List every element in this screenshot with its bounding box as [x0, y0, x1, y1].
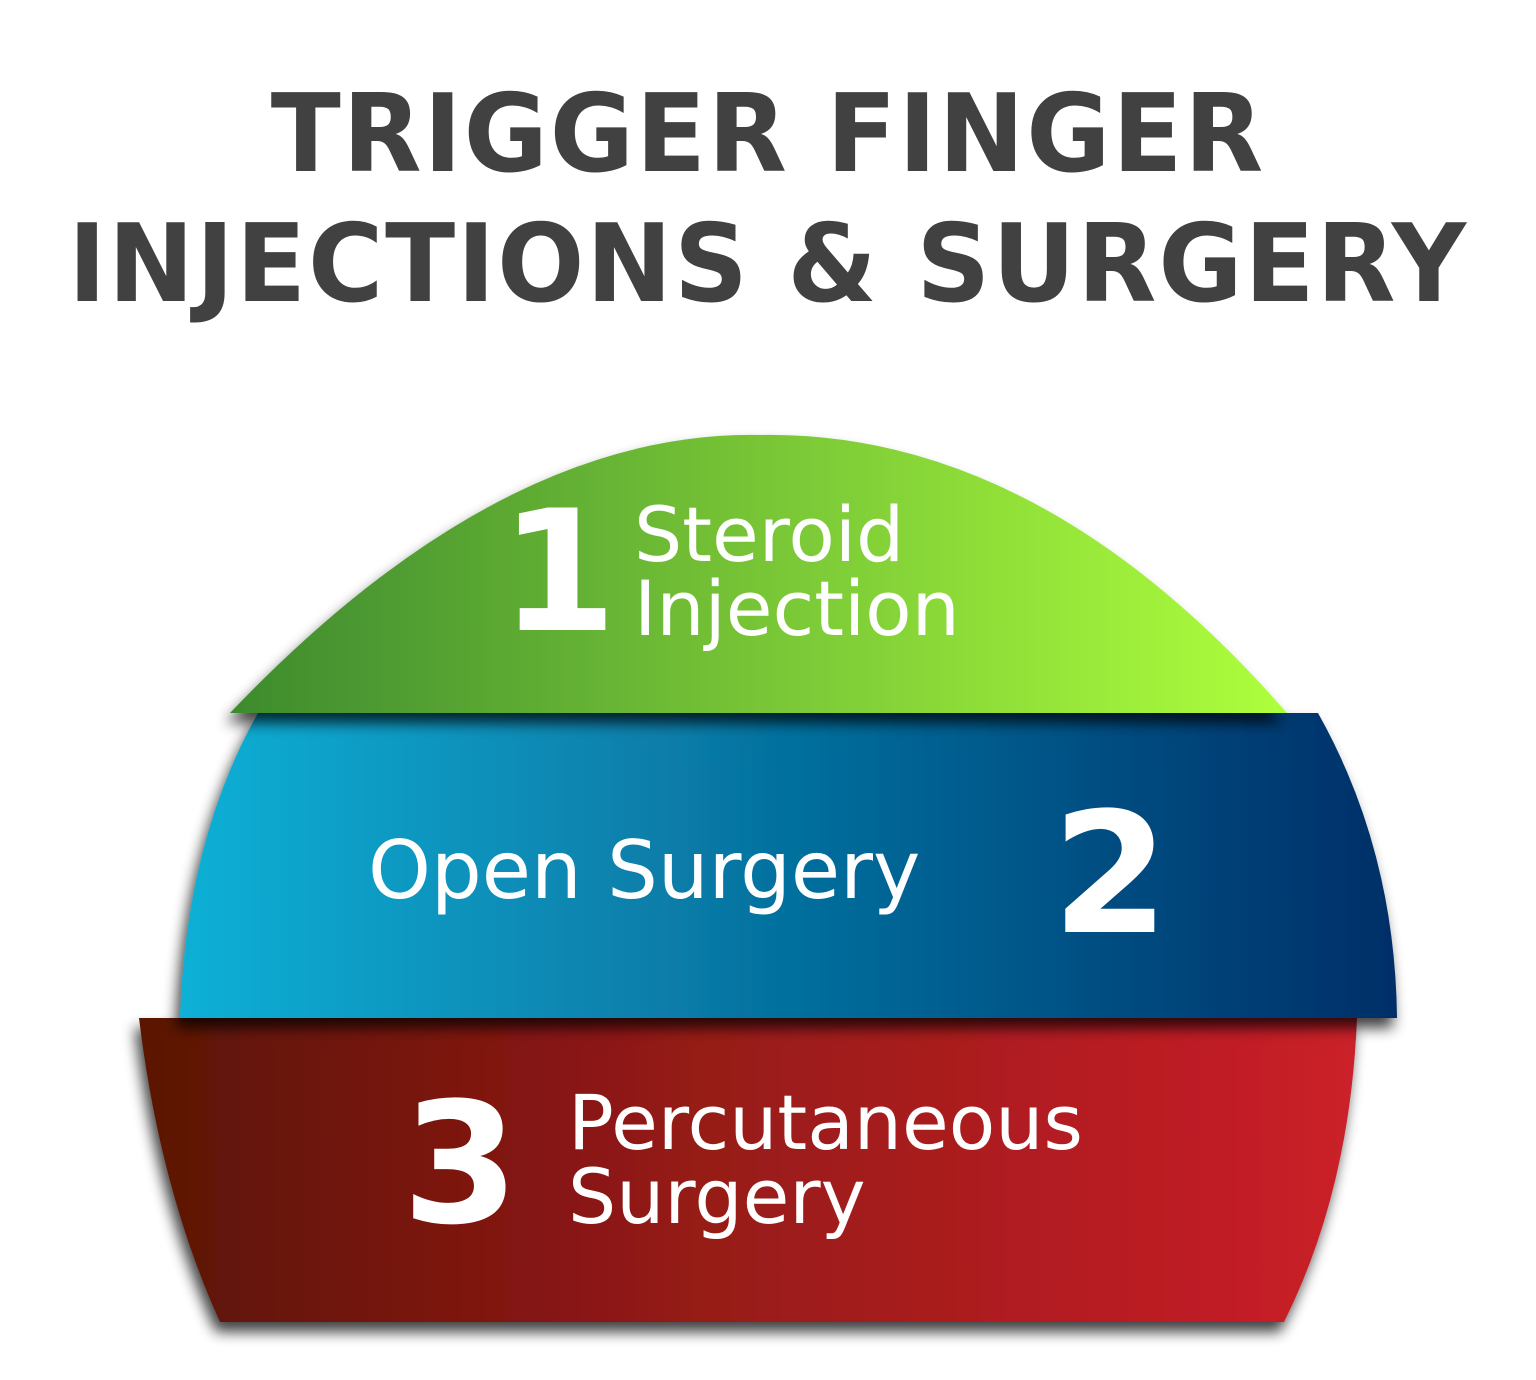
step-3-band	[139, 1018, 1357, 1322]
step-2-label-line-1: Open Surgery	[368, 824, 921, 917]
step-3-number: 3	[402, 1066, 519, 1262]
step-3-label: Percutaneous Surgery	[568, 1078, 1083, 1242]
step-1-label-line-1: Steroid	[634, 490, 905, 579]
step-1-label-line-2: Injection	[634, 564, 960, 654]
step-2-label: Open Surgery	[368, 831, 920, 911]
title-line-2: INJECTIONS & SURGERY	[68, 202, 1468, 327]
step-1-number: 1	[500, 474, 617, 670]
step-2-band	[180, 713, 1397, 1018]
step-2-number: 2	[1052, 776, 1169, 972]
step-1-label: Steroid Injection	[634, 490, 960, 654]
step-3-label-line-2: Surgery	[568, 1152, 866, 1242]
title-line-1: TRIGGER FINGER	[270, 72, 1266, 197]
step-1-band	[230, 434, 1287, 713]
step-3-label-line-1: Percutaneous	[568, 1078, 1083, 1167]
